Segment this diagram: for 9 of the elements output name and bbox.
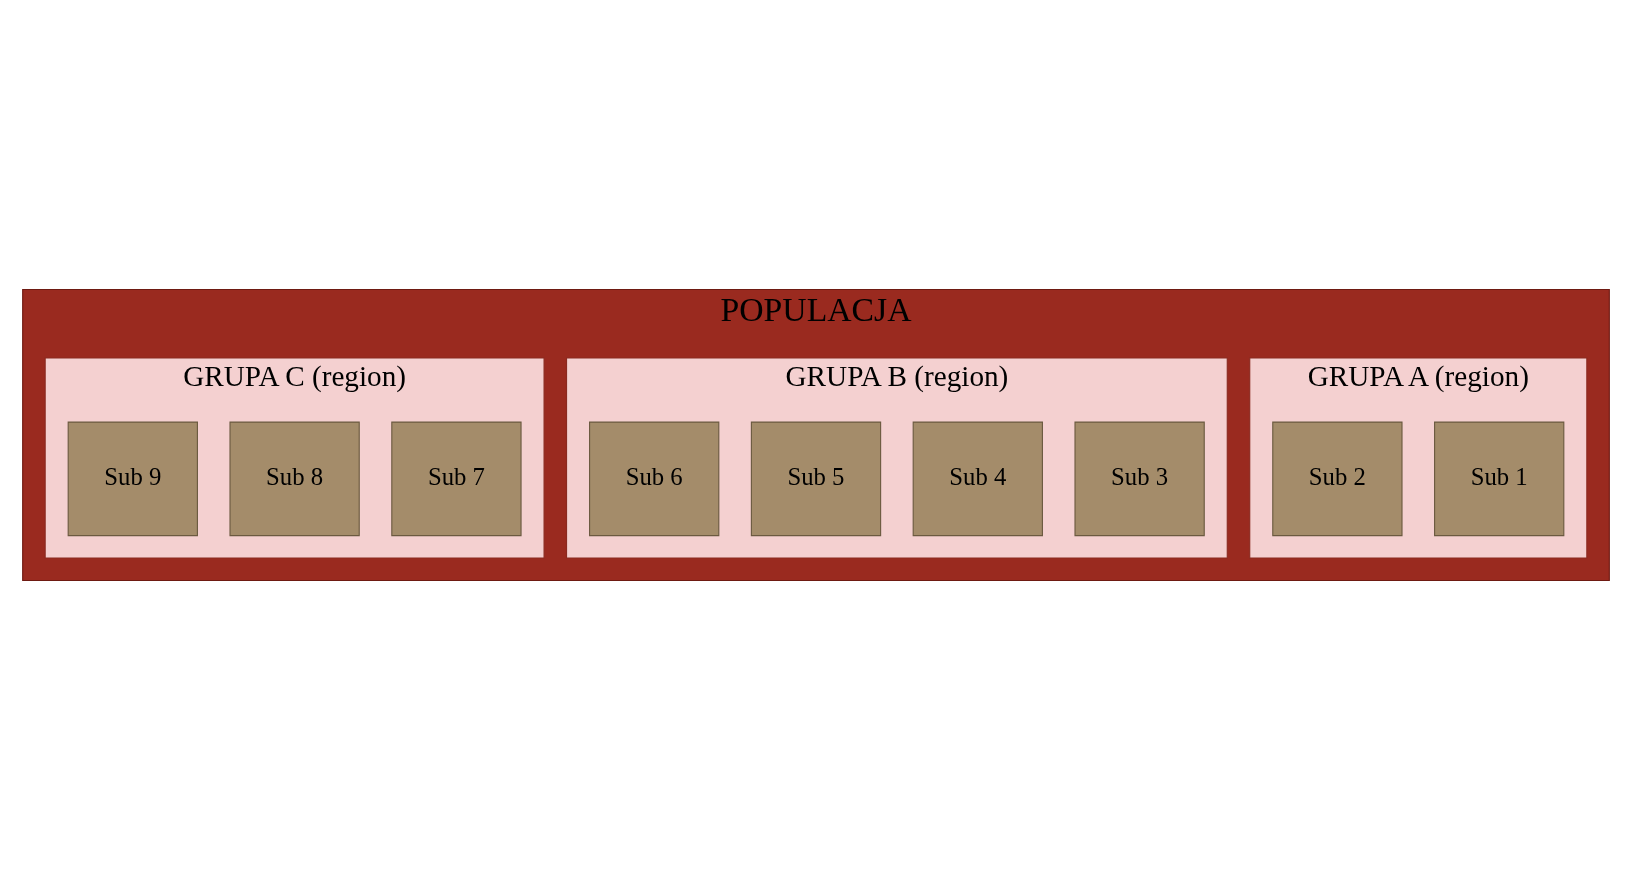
node-box: Sub 9: [67, 421, 198, 537]
node-box: Sub 1: [1434, 421, 1565, 537]
node-box: Sub 7: [391, 421, 522, 537]
node-box: Sub 2: [1272, 421, 1403, 537]
node-box: Sub 3: [1074, 421, 1205, 537]
node-box: Sub 6: [589, 421, 720, 537]
node-box: Sub 4: [912, 421, 1043, 537]
node-box: Sub 8: [229, 421, 360, 537]
node-box: Sub 5: [750, 421, 882, 537]
